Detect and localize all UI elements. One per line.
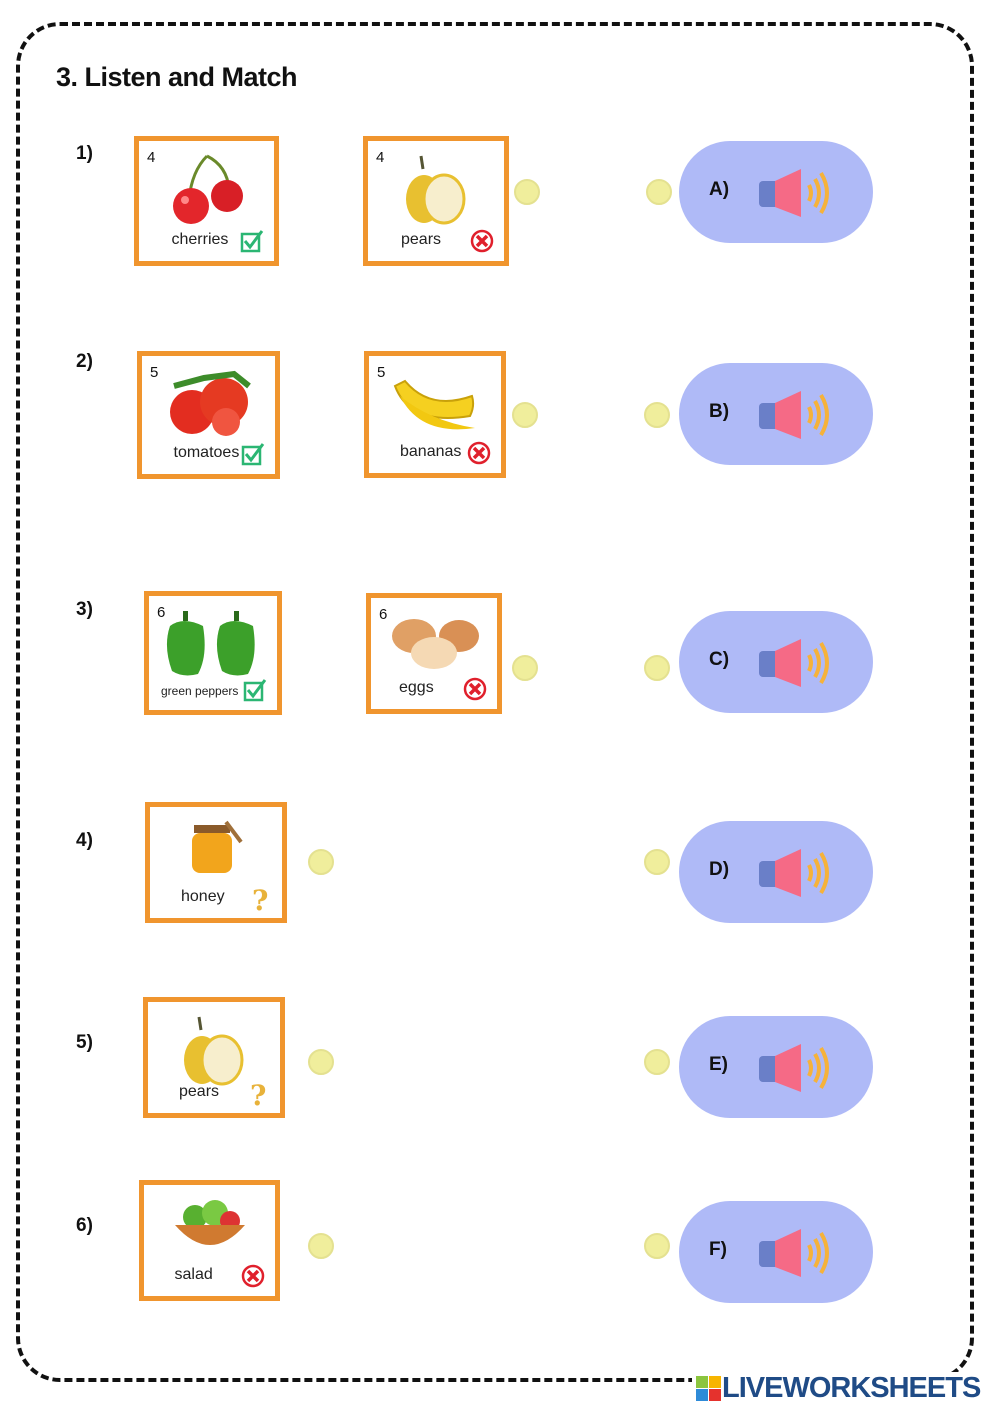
bananas-image <box>390 366 480 441</box>
item-count: 5 <box>377 364 386 381</box>
match-dot-right[interactable] <box>644 1049 670 1075</box>
match-dot-left[interactable] <box>512 655 538 681</box>
check-icon <box>241 442 265 466</box>
item-count: 5 <box>150 364 159 381</box>
check-icon <box>243 678 267 702</box>
question-number: 5) <box>76 1032 93 1053</box>
live-logo-icon <box>696 1375 721 1401</box>
audio-option-button[interactable]: A) <box>679 141 873 243</box>
picture-card-salad: salad <box>139 1180 280 1301</box>
picture-card-eggs: 6 eggs <box>366 593 502 714</box>
picture-card-peppers: 6 green peppers <box>144 591 282 715</box>
item-count: 6 <box>379 606 388 623</box>
item-label: pears <box>179 1083 220 1100</box>
option-label: B) <box>709 401 730 422</box>
match-dot-right[interactable] <box>644 402 670 428</box>
match-dot-right[interactable] <box>644 655 670 681</box>
item-label: salad <box>174 1266 213 1283</box>
picture-card-cherries: 4 cherries <box>134 136 279 266</box>
pears-image <box>396 151 476 231</box>
cross-icon <box>463 677 487 701</box>
match-dot-right[interactable] <box>644 849 670 875</box>
item-label: bananas <box>400 443 462 460</box>
item-label: honey <box>181 888 225 905</box>
svg-text:?: ? <box>250 1081 266 1109</box>
item-label: pears <box>401 231 442 248</box>
audio-option-button[interactable]: E) <box>679 1016 873 1118</box>
peppers-image <box>158 606 268 683</box>
option-label: E) <box>709 1054 728 1075</box>
question-number: 4) <box>76 830 93 851</box>
liveworksheets-logo: LIVEWORKSHEETS <box>692 1372 985 1405</box>
eggs-image <box>384 608 484 678</box>
check-icon <box>240 229 264 253</box>
item-label: tomatoes <box>173 444 240 461</box>
page-title: 3. Listen and Match <box>56 62 298 92</box>
question-number: 3) <box>76 599 93 620</box>
picture-card-bananas: 5 bananas <box>364 351 506 478</box>
audio-option-button[interactable]: B) <box>679 363 873 465</box>
question-icon: ? <box>248 884 272 917</box>
option-label: D) <box>709 859 730 880</box>
item-label: green peppers <box>161 684 239 698</box>
option-label: A) <box>709 179 730 200</box>
question-number: 1) <box>76 143 93 164</box>
option-label: F) <box>709 1239 727 1260</box>
picture-card-pears: 4 pears <box>363 136 509 266</box>
item-count: 4 <box>147 149 156 166</box>
question-number: 2) <box>76 351 93 372</box>
audio-option-button[interactable]: F) <box>679 1201 873 1303</box>
honey-image <box>186 817 246 882</box>
picture-card-pears: pears ? <box>143 997 285 1118</box>
match-dot-right[interactable] <box>644 1233 670 1259</box>
option-label: C) <box>709 649 730 670</box>
match-dot-left[interactable] <box>308 849 334 875</box>
salad-image <box>170 1195 250 1260</box>
logo-text: LIVEWORKSHEETS <box>722 1372 981 1404</box>
item-count: 6 <box>157 604 166 621</box>
tomatoes-image <box>164 366 254 443</box>
item-label: eggs <box>399 679 434 696</box>
match-dot-right[interactable] <box>646 179 672 205</box>
cherries-image <box>167 151 247 231</box>
question-number: 6) <box>76 1215 93 1236</box>
picture-card-tomatoes: 5 tomatoes <box>137 351 280 479</box>
cross-icon <box>470 229 494 253</box>
item-count: 4 <box>376 149 385 166</box>
audio-option-button[interactable]: C) <box>679 611 873 713</box>
dashed-frame <box>16 22 974 1382</box>
match-dot-left[interactable] <box>514 179 540 205</box>
match-dot-left[interactable] <box>308 1049 334 1075</box>
picture-card-honey: honey ? <box>145 802 287 923</box>
svg-text:?: ? <box>252 886 268 914</box>
item-label: cherries <box>171 231 229 248</box>
match-dot-left[interactable] <box>512 402 538 428</box>
audio-option-button[interactable]: D) <box>679 821 873 923</box>
cross-icon <box>467 441 491 465</box>
match-dot-left[interactable] <box>308 1233 334 1259</box>
cross-icon <box>241 1264 265 1288</box>
question-icon: ? <box>246 1079 270 1112</box>
pears-image <box>174 1012 254 1092</box>
